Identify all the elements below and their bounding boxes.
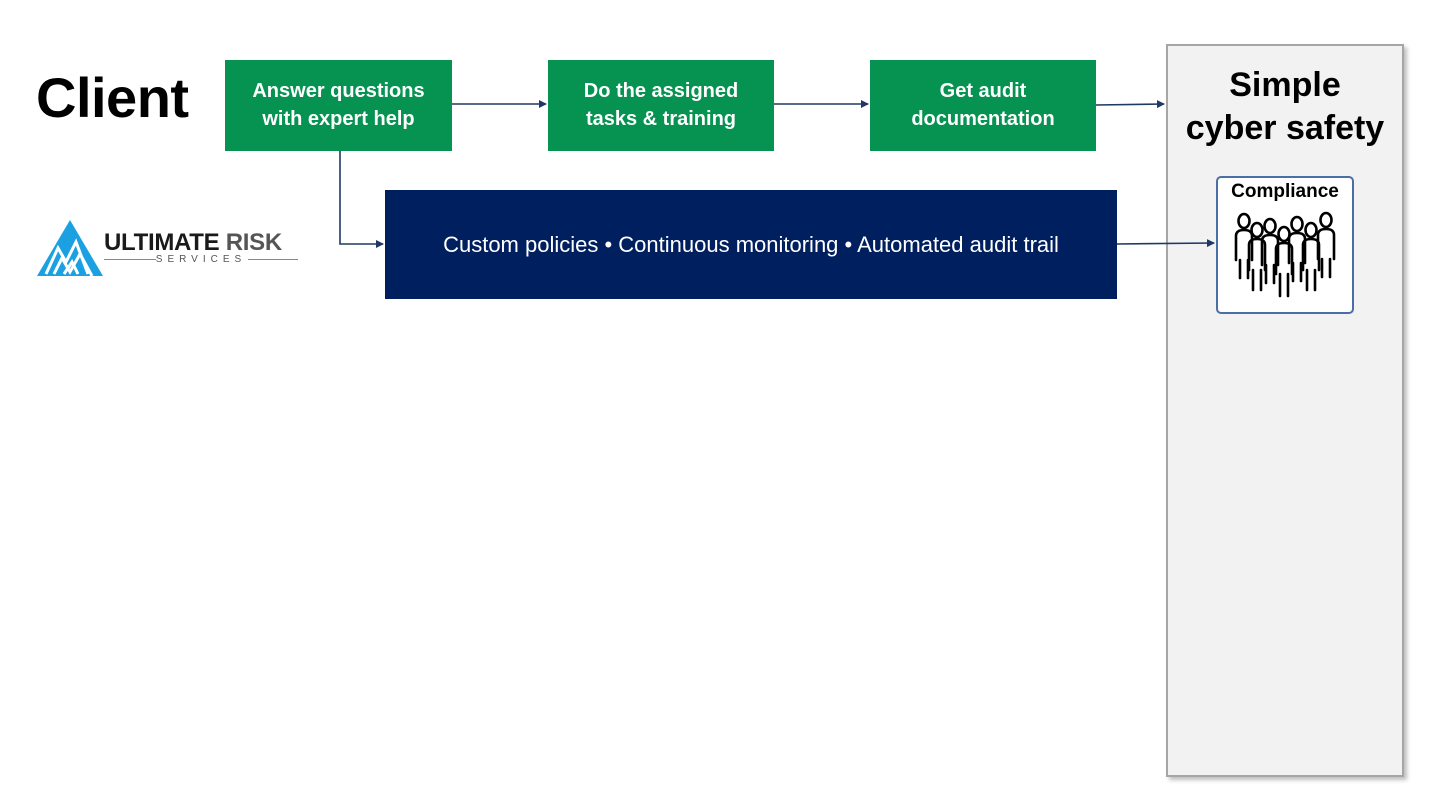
company-logo: ULTIMATE RISK SERVICES bbox=[36, 218, 306, 278]
step-answer-questions: Answer questions with expert help bbox=[225, 60, 452, 151]
compliance-card: Compliance bbox=[1216, 176, 1354, 314]
people-group-icon bbox=[1234, 211, 1336, 298]
logo-wordmark: ULTIMATE RISK bbox=[104, 229, 282, 257]
logo-name-main: ULTIMATE bbox=[104, 229, 220, 256]
step-assigned-tasks: Do the assigned tasks & training bbox=[548, 60, 774, 151]
arrow-step1-to-service-bar bbox=[339, 151, 384, 248]
arrow-service-bar-to-compliance bbox=[1116, 239, 1215, 248]
logo-rule-left bbox=[104, 259, 156, 260]
step-label: Get audit documentation bbox=[911, 79, 1055, 130]
logo-subtitle: SERVICES bbox=[155, 254, 247, 265]
step-label: Answer questions with expert help bbox=[252, 79, 425, 130]
step-audit-documentation: Get audit documentation bbox=[870, 60, 1096, 151]
outcome-panel: Simple cyber safety Compliance bbox=[1166, 44, 1404, 777]
service-bar-label: Custom policies • Continuous monitoring … bbox=[443, 231, 1059, 257]
logo-rule-right bbox=[248, 259, 298, 260]
logo-name-accent: RISK bbox=[225, 229, 282, 256]
service-bar: Custom policies • Continuous monitoring … bbox=[385, 190, 1117, 299]
compliance-label: Compliance bbox=[1231, 181, 1339, 202]
arrow-step3-to-outcome bbox=[1095, 100, 1165, 109]
step-label: Do the assigned tasks & training bbox=[583, 79, 739, 130]
mountain-logo-icon bbox=[37, 220, 103, 277]
outcome-title: Simple cyber safety bbox=[1185, 66, 1385, 147]
client-title: Client bbox=[36, 66, 189, 129]
